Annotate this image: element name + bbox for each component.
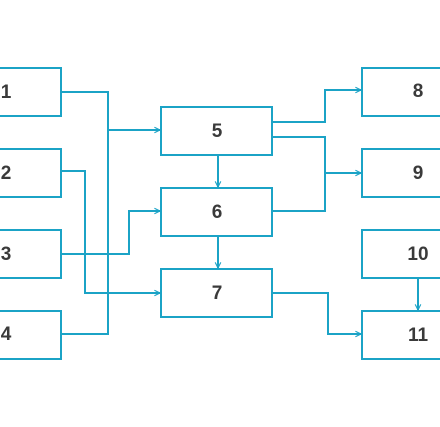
- node-1: 1: [0, 67, 62, 117]
- node-7: 7: [160, 268, 273, 318]
- node-6: 6: [160, 187, 273, 237]
- node-5: 5: [160, 106, 273, 156]
- node-4: 4: [0, 310, 62, 360]
- node-3-label: 3: [1, 244, 12, 265]
- node-5-label: 5: [212, 121, 223, 142]
- node-11: 11: [361, 310, 440, 360]
- node-9: 9: [361, 148, 440, 198]
- node-4-label: 4: [1, 324, 12, 345]
- edge-5-to-9: [272, 136, 361, 173]
- edge-2-to-7: [61, 170, 160, 293]
- node-1-label: 1: [1, 82, 12, 103]
- edge-3-to-6: [61, 211, 160, 255]
- node-3: 3: [0, 229, 62, 279]
- node-2: 2: [0, 148, 62, 198]
- node-10: 10: [361, 229, 440, 279]
- edge-6-to-9: [272, 173, 326, 212]
- node-6-label: 6: [212, 202, 223, 223]
- node-9-label: 9: [413, 163, 424, 184]
- edge-4-to-5: [61, 130, 109, 335]
- node-11-label: 11: [408, 325, 429, 346]
- node-7-label: 7: [212, 283, 223, 304]
- nodes: 1 2 3 4 5 6 7 8: [0, 67, 440, 360]
- edge-7-to-11: [272, 292, 361, 334]
- node-8: 8: [361, 67, 440, 117]
- edge-5-to-8: [272, 90, 361, 123]
- node-10-label: 10: [407, 244, 428, 265]
- node-2-label: 2: [1, 163, 12, 184]
- node-8-label: 8: [413, 81, 424, 102]
- edges: [61, 90, 418, 334]
- edge-1-to-5: [61, 91, 160, 130]
